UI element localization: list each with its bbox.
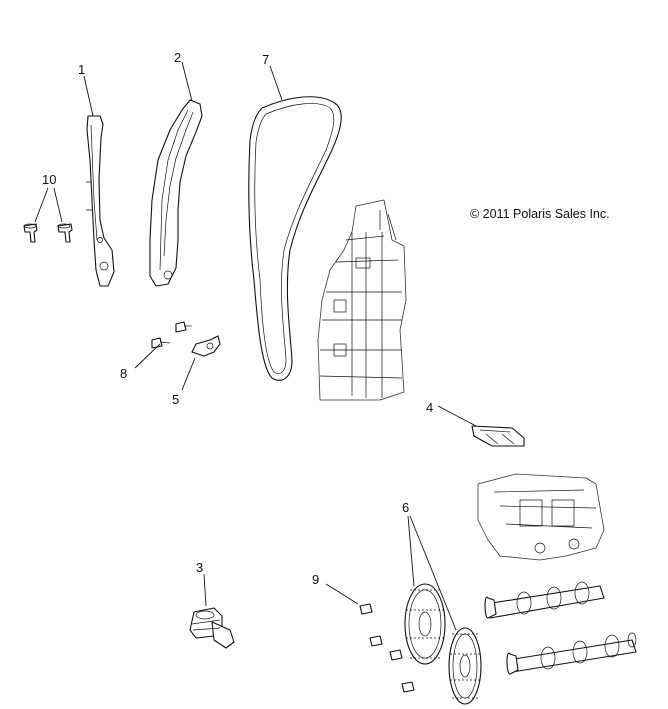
callout-7: 7 <box>262 52 269 67</box>
callout-6: 6 <box>402 500 409 515</box>
callout-1: 1 <box>78 62 85 77</box>
cylinder-head-outline <box>477 473 605 561</box>
callout-2: 2 <box>174 50 181 65</box>
part-3-tensioner-plunger <box>189 607 235 649</box>
callout-8: 8 <box>120 366 127 381</box>
callout-4: 4 <box>426 400 433 415</box>
part-6-cam-sprockets <box>404 583 482 705</box>
callout-numbers: 1 2 7 10 8 5 4 6 3 9 <box>42 50 433 587</box>
part-5-tensioner-bracket <box>191 335 221 357</box>
part-1-chain-guide <box>86 115 115 287</box>
part-2-tensioner-blade <box>149 99 203 287</box>
copyright-text: © 2011 Polaris Sales Inc. <box>470 207 610 221</box>
callout-10: 10 <box>42 172 56 187</box>
part-7-timing-chain <box>248 96 342 381</box>
camshafts <box>484 581 637 675</box>
engine-block-outline <box>317 199 407 401</box>
part-10-pivot-bolts <box>23 223 73 243</box>
callout-3: 3 <box>196 560 203 575</box>
part-8-bolts <box>151 321 192 349</box>
part-4-guide-clip <box>471 425 525 447</box>
callout-5: 5 <box>172 392 179 407</box>
callout-9: 9 <box>312 572 319 587</box>
leader-lines <box>34 61 477 631</box>
part-9-sprocket-bolts <box>359 603 415 693</box>
